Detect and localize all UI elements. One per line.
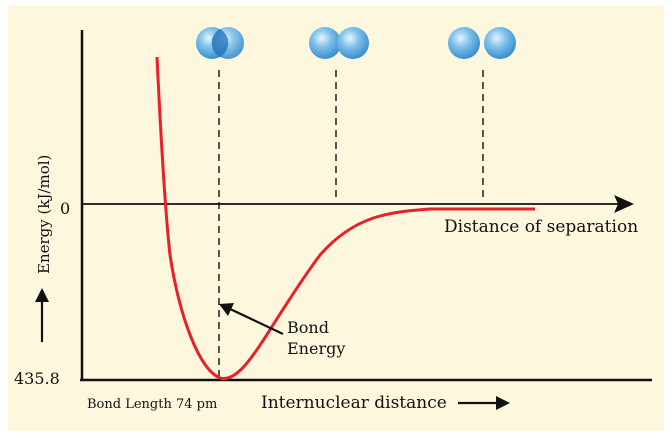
y-tick-zero: 0 xyxy=(60,199,70,218)
bond-energy-label-line1: Bond xyxy=(287,318,329,337)
atom-pair-touching xyxy=(309,27,369,59)
x-label-arrowhead-icon xyxy=(496,396,510,410)
atom-icon xyxy=(337,27,369,59)
zero-axis-arrow-icon xyxy=(614,195,634,213)
energy-up-arrowhead-icon xyxy=(35,288,49,302)
atom-pair-overlapping xyxy=(196,27,244,59)
atom-icon xyxy=(309,27,341,59)
bond-energy-arrowhead-icon xyxy=(219,303,234,316)
bond-energy-arrow xyxy=(227,307,284,335)
x-axis-label: Internuclear distance xyxy=(261,393,447,413)
atom-pair-separated xyxy=(448,27,516,59)
y-tick-bond-energy: 435.8 xyxy=(14,369,60,388)
atom-icon xyxy=(448,27,480,59)
bond-length-label: Bond Length 74 pm xyxy=(87,397,217,412)
distance-of-separation-label: Distance of separation xyxy=(444,217,638,237)
y-axis-label: Energy (kJ/mol) xyxy=(35,155,53,274)
bond-energy-label-line2: Energy xyxy=(287,339,345,358)
atom-icon xyxy=(484,27,516,59)
potential-energy-curve xyxy=(155,56,535,380)
